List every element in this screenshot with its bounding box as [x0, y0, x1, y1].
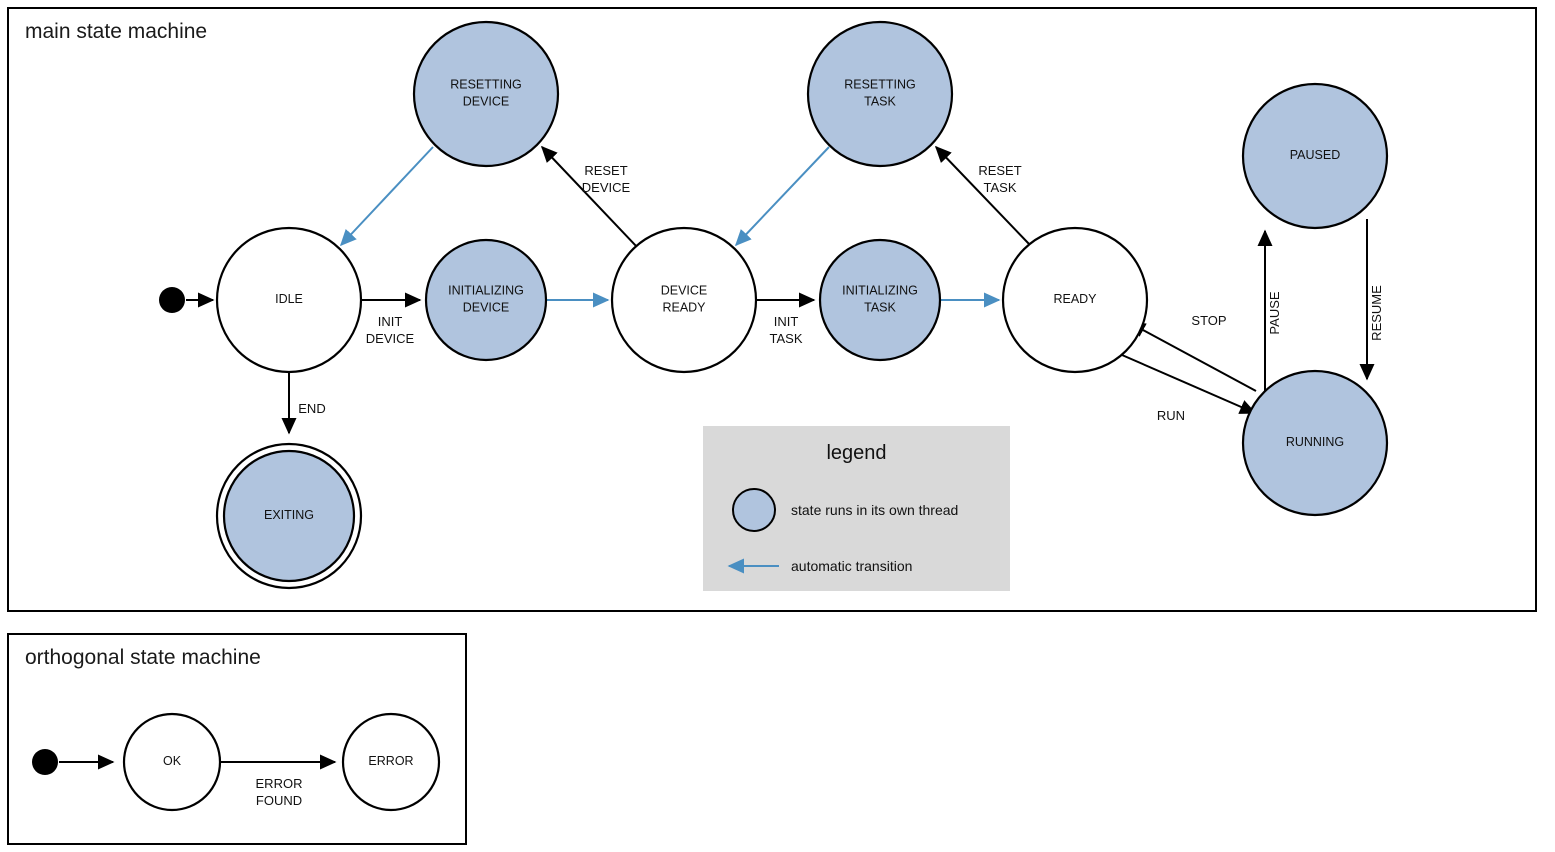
transition-arrow-t_devready_resetdev	[540, 145, 638, 248]
state-label-error: ERROR	[368, 754, 413, 768]
transition-label-t_running_ready: STOP	[1191, 313, 1226, 328]
frame-orthogonal: orthogonal state machine	[7, 633, 467, 845]
state-shape-paused	[1241, 82, 1389, 230]
state-shape-ready	[1001, 226, 1149, 374]
state-label-running: RUNNING	[1286, 435, 1344, 449]
frame-title-orthogonal: orthogonal state machine	[25, 646, 261, 669]
state-shape-error	[341, 712, 441, 812]
legend-title: legend	[826, 442, 886, 464]
state-node-paused[interactable]: PAUSED	[1241, 82, 1389, 230]
frame-main: main state machine	[7, 7, 1537, 612]
state-node-idle[interactable]: IDLE	[215, 226, 363, 374]
state-node-error[interactable]: ERROR	[341, 712, 441, 812]
transition-t_running_ready: STOP	[1128, 313, 1257, 392]
state-label-paused: PAUSED	[1290, 148, 1340, 162]
legend-thread-circle-icon	[732, 488, 776, 532]
transition-arrow-t_ready_resettask	[934, 145, 1031, 246]
state-shape-initializing_task	[818, 238, 942, 362]
state-shape-resetting_device	[412, 20, 560, 168]
frame-border-main	[7, 7, 1537, 612]
transition-t_resettask_devready	[734, 146, 830, 247]
legend-item-auto-transition: automatic transition	[727, 558, 912, 574]
transition-label-t_ready_running: RUN	[1157, 408, 1185, 423]
state-node-ready[interactable]: READY	[1001, 226, 1149, 374]
transition-label-t_running_paused: PAUSE	[1267, 291, 1282, 334]
transition-label-t_idle_exiting: END	[298, 401, 325, 416]
state-label-exiting: EXITING	[264, 508, 314, 522]
final-state-ring-exiting	[215, 442, 363, 590]
transition-arrow-t_ready_running	[1121, 354, 1257, 414]
state-shape-running	[1241, 369, 1389, 517]
legend-item-label-thread-swatch: state runs in its own thread	[791, 502, 958, 518]
state-shape-exiting	[222, 449, 356, 583]
state-node-running[interactable]: RUNNING	[1241, 369, 1389, 517]
transition-label-t_paused_running: RESUME	[1369, 285, 1384, 341]
legend-item-label-auto-transition: automatic transition	[791, 558, 912, 574]
state-shape-initializing_device	[424, 238, 548, 362]
transition-arrow-t_running_ready	[1128, 322, 1257, 392]
transition-t_running_paused: PAUSE	[1257, 229, 1282, 396]
frame-border-orthogonal	[7, 633, 467, 845]
transition-t_resetdev_idle	[339, 146, 434, 247]
transition-arrow-t_resettask_devready	[734, 146, 830, 247]
transition-t_idle_exiting: END	[281, 372, 326, 435]
initial-state-dot	[159, 287, 185, 313]
state-shape-resetting_task	[806, 20, 954, 168]
transition-arrow-t_resetdev_idle	[339, 146, 434, 247]
transition-t_ready_running: RUN	[1121, 354, 1257, 423]
state-node-ok[interactable]: OK	[122, 712, 222, 812]
transition-t_paused_running: RESUME	[1359, 219, 1384, 381]
state-label-idle: IDLE	[275, 292, 303, 306]
frames-layer: main state machine orthogonal state machi…	[7, 7, 1537, 845]
state-shape-ok	[122, 712, 222, 812]
legend-panel: legend state runs in its own thread automa…	[703, 426, 1010, 591]
state-node-exiting[interactable]: EXITING	[215, 442, 363, 590]
state-shape-idle	[215, 226, 363, 374]
state-shape-device_ready	[610, 226, 758, 374]
state-label-ready: READY	[1053, 292, 1097, 306]
legend-item-thread-swatch: state runs in its own thread	[732, 488, 958, 532]
initial-state-dot	[32, 749, 58, 775]
frame-title-main: main state machine	[25, 20, 207, 43]
state-label-ok: OK	[163, 754, 182, 768]
